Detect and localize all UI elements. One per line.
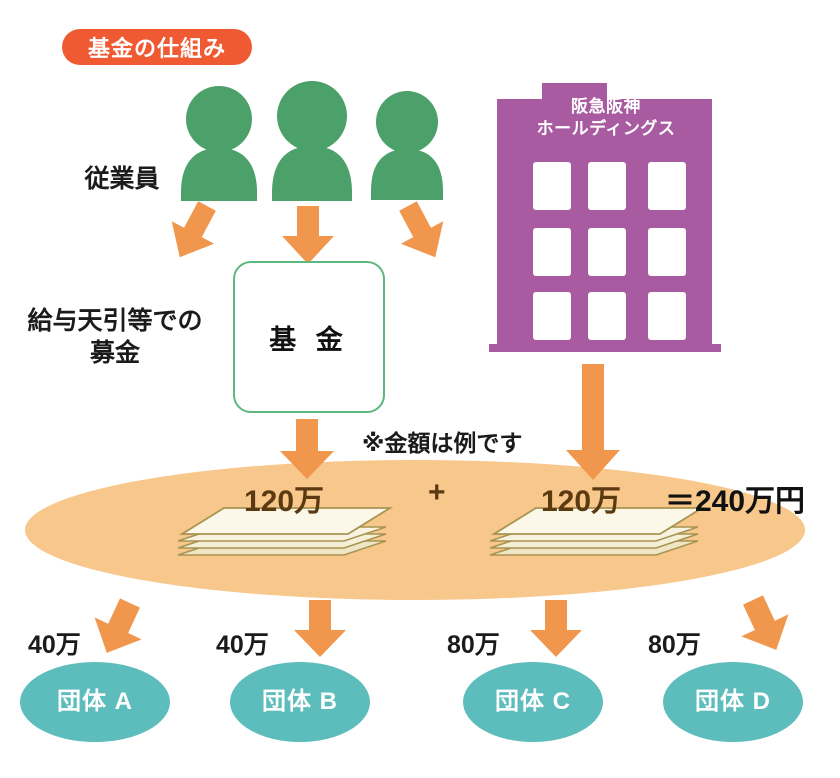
page-title-badge: 基金の仕組み <box>62 29 252 65</box>
recipient-label[interactable]: 団体 A <box>57 688 133 715</box>
company-name-line1: 阪急阪神 <box>571 97 641 116</box>
arrow-down-icon <box>741 595 789 650</box>
arrow-down-icon <box>294 600 346 657</box>
payroll-donation-label-line1: 給与天引等での <box>27 307 203 335</box>
person-icon <box>272 81 352 201</box>
arrow-down-icon <box>530 600 582 657</box>
company-pool-amount: 120万 <box>541 485 622 518</box>
plus-sign: + <box>428 476 446 509</box>
recipient-amount: 40万 <box>216 631 269 659</box>
arrow-down-icon <box>399 201 444 258</box>
recipient-amount: 80万 <box>447 631 500 659</box>
payroll-donation-label-line2: 募金 <box>89 339 140 367</box>
arrow-down-icon <box>282 206 334 264</box>
arrow-down-icon <box>280 419 334 479</box>
fund-box: 基 金 <box>233 261 385 413</box>
recipient-label[interactable]: 団体 B <box>262 688 338 715</box>
payroll-donation-label: 給与天引等での 募金 <box>6 305 224 369</box>
person-icon <box>181 86 257 201</box>
arrow-down-icon <box>566 364 620 480</box>
recipient-label[interactable]: 団体 D <box>695 688 771 715</box>
pool-total-amount: ＝240万円 <box>665 485 806 518</box>
person-icon <box>371 91 443 200</box>
amount-example-note: ※金額は例です <box>362 430 523 456</box>
recipient-amount: 40万 <box>28 631 81 659</box>
arrow-down-icon <box>171 201 216 258</box>
fund-box-label: 基 金 <box>269 324 349 355</box>
employee-pool-amount: 120万 <box>244 485 325 518</box>
company-name-line2: ホールディングス <box>536 119 676 139</box>
company-name-label: 阪急阪神 ホールディングス <box>506 96 706 141</box>
employees-label: 従業員 <box>84 165 160 193</box>
recipient-label[interactable]: 団体 C <box>495 688 571 715</box>
arrow-down-icon <box>94 598 142 653</box>
recipient-amount: 80万 <box>648 631 701 659</box>
